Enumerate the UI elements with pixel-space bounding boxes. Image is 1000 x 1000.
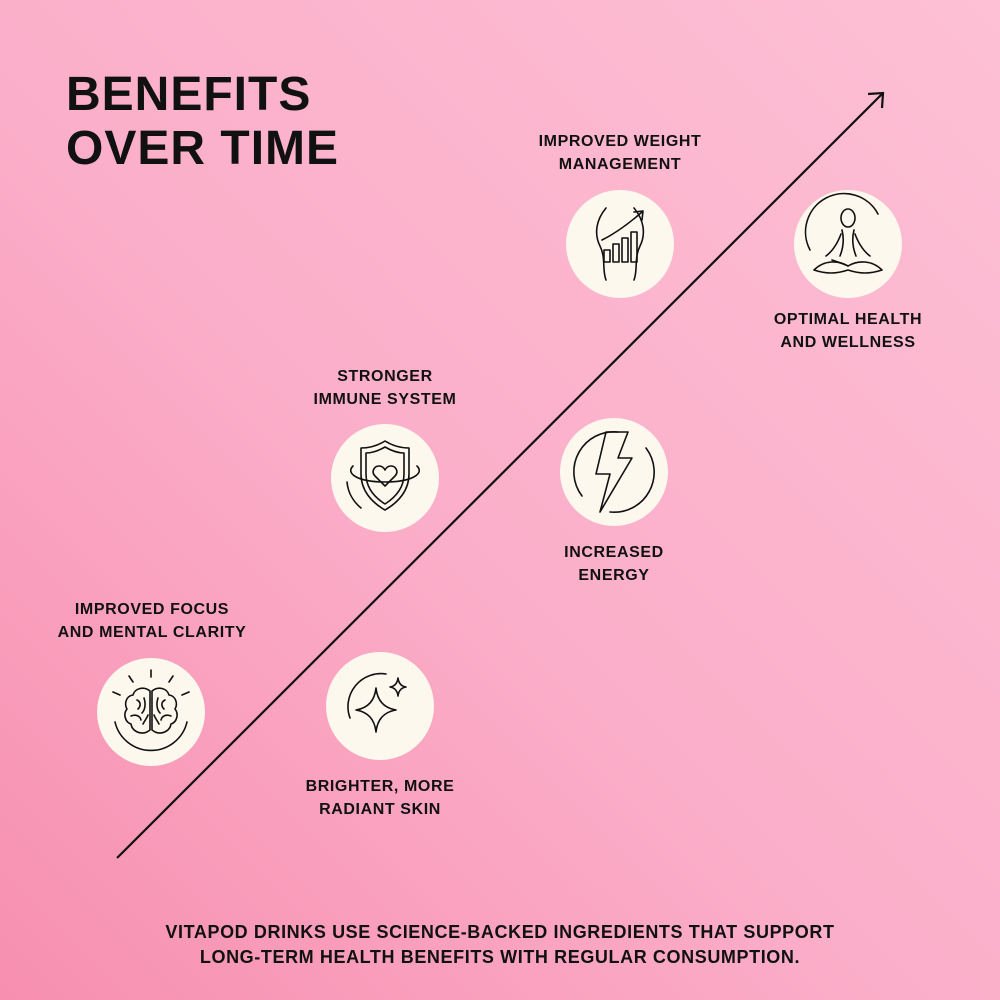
energy-badge [560, 418, 668, 526]
energy-label: INCREASED ENERGY [564, 544, 664, 584]
footer-line-2: LONG-TERM HEALTH BENEFITS WITH REGULAR C… [199, 947, 801, 967]
immune-badge [331, 424, 439, 532]
footer-line-1: VITAPOD DRINKS USE SCIENCE-BACKED INGRED… [165, 922, 835, 942]
focus-label: IMPROVED FOCUS AND MENTAL CLARITY [57, 601, 247, 641]
skin-label: BRIGHTER, MORE RADIANT SKIN [305, 778, 455, 818]
growth-chart-icon [595, 207, 645, 281]
footer-note: VITAPOD DRINKS USE SCIENCE-BACKED INGRED… [0, 920, 1000, 970]
brain-icon [112, 669, 190, 752]
wellness-badge [794, 190, 902, 298]
skin-badge [326, 652, 434, 760]
title-line-2: OVER TIME [66, 122, 340, 175]
title-line-1: BENEFITS [66, 68, 312, 121]
focus-badge [97, 658, 205, 766]
lightning-bolt-icon [573, 430, 655, 514]
page-title: BENEFITS OVER TIME [66, 68, 339, 176]
wellness-label: OPTIMAL HEALTH AND WELLNESS [773, 311, 923, 351]
weight-label: IMPROVED WEIGHT MANAGEMENT [538, 133, 702, 173]
weight-badge [566, 190, 674, 298]
sparkle-icon [347, 672, 407, 733]
shield-heart-icon [346, 440, 420, 511]
meditation-icon [804, 192, 883, 274]
immune-label: STRONGER IMMUNE SYSTEM [313, 368, 457, 408]
